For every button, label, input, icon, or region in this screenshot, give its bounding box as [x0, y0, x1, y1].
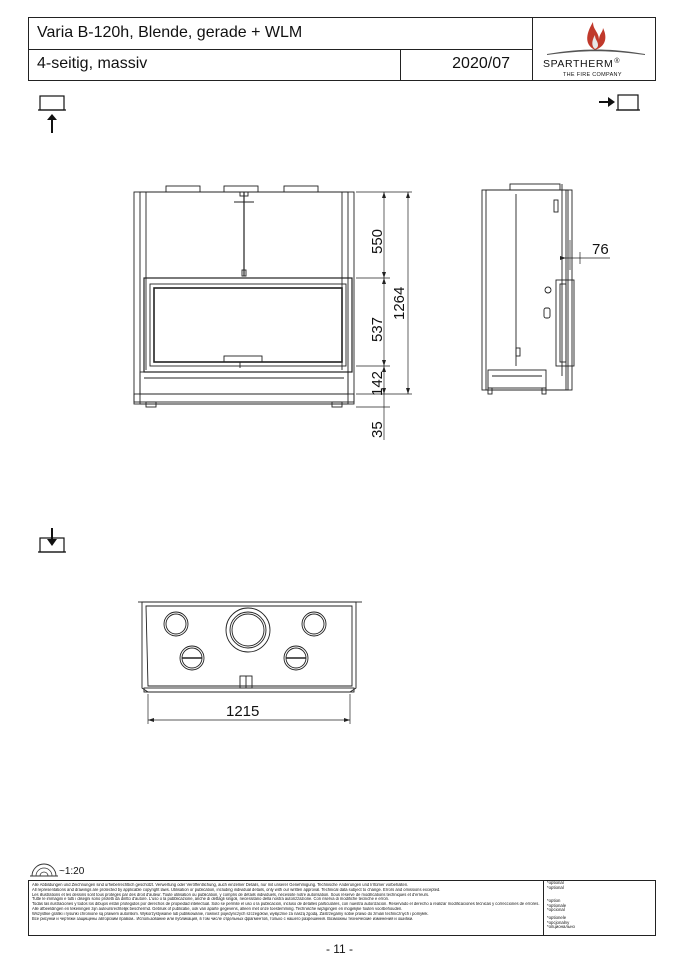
side-view-drawing: 76: [481, 183, 610, 395]
page-number: - 11 -: [325, 942, 354, 956]
date-label: 2020/07: [452, 55, 510, 72]
scale-icon: [30, 863, 58, 877]
disclaimer-line-de: Alle Abbildungen und Zeichnungen sind ur…: [32, 883, 409, 887]
dim-depth-offset: 76: [592, 241, 609, 258]
optional-label: *optional: [547, 880, 564, 885]
title-block: Varia B-120h, Blende, gerade + WLM 4-sei…: [28, 17, 656, 81]
dim-height-door: 537: [369, 317, 386, 342]
optional-label: *опционально: [547, 924, 575, 930]
date-cell: 2020/07: [401, 50, 533, 81]
front-view-drawing: 550 537 142 35 1264: [133, 185, 412, 440]
top-view-drawing: 1215: [138, 601, 362, 724]
side-view-icon: [599, 94, 640, 111]
top-view-icon: [38, 528, 66, 553]
disclaimer-line-es: Todas las ilustraciones y todos los dibu…: [32, 902, 540, 907]
optional-label: *opcjonalny: [547, 919, 570, 925]
scale-label: ~1:20: [59, 866, 85, 877]
product-name: Varia B-120h, Blende, gerade + WLM: [37, 24, 303, 41]
flame-icon: [547, 22, 645, 55]
front-view-icon: [38, 95, 66, 133]
disclaimer-line-fr: Les illustrations et les dessins sont to…: [32, 892, 430, 897]
optional-label: *opcional: [547, 907, 565, 913]
brand-logo: SPARTHERM® THE FIRE COMPANY: [533, 18, 657, 81]
brand-tagline: THE FIRE COMPANY: [563, 72, 622, 78]
dim-height-upper: 550: [369, 229, 386, 254]
disclaimer-line-ru: Все рисунки и чертежи защищены авторским…: [32, 916, 414, 921]
brand-name: SPARTHERM®: [543, 58, 621, 70]
title-row: Varia B-120h, Blende, gerade + WLM: [29, 18, 533, 50]
disclaimer-line-nl: Alle afbeeldingen en tekeningen zijn aut…: [32, 906, 403, 911]
dim-width: 1215: [226, 703, 259, 720]
optional-labels: *optional *optional *option *optionale *…: [543, 880, 655, 935]
registered-mark: ®: [614, 58, 621, 65]
disclaimer-line-pl: Wszystkie grafiki i rysunki chronione są…: [32, 911, 429, 916]
dim-height-total: 1264: [391, 287, 408, 320]
optional-label: *optionele: [547, 914, 567, 920]
copyright-disclaimer: Alle Abbildungen und Zeichnungen sind ur…: [32, 883, 540, 921]
variant-label: 4-seitig, massiv: [37, 55, 148, 72]
disclaimer-box: Alle Abbildungen und Zeichnungen sind ur…: [28, 880, 656, 936]
disclaimer-line-en: All representations and drawings are pro…: [32, 887, 441, 892]
disclaimer-line-it: Tutte le immagini e tutti i disegni sono…: [32, 897, 390, 902]
optional-label: *optionale: [547, 902, 567, 908]
variant-cell: 4-seitig, massiv: [29, 50, 401, 81]
optional-label: *option: [547, 898, 561, 904]
dim-height-base: 142: [369, 371, 386, 396]
dim-height-feet: 35: [369, 421, 386, 438]
optional-label: *optional: [547, 884, 564, 890]
